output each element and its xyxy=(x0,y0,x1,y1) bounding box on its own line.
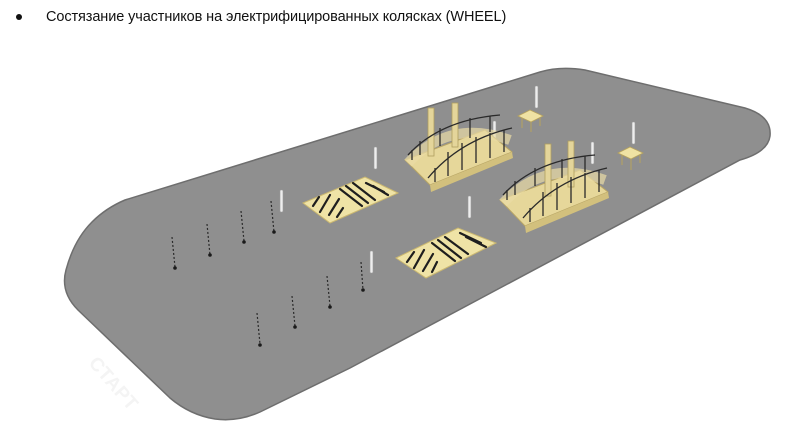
table-upper xyxy=(517,109,544,132)
bridge-upper xyxy=(404,102,513,192)
bullet-text: Состязание участников на электрифицирова… xyxy=(46,9,507,25)
ramp-upper xyxy=(301,176,400,224)
ramp-lower xyxy=(394,227,498,279)
slalom-row-lower xyxy=(256,261,364,345)
course-diagram: СТАРТ xyxy=(0,40,804,434)
bridge-lower xyxy=(499,140,609,233)
track-surface xyxy=(63,67,771,421)
bullet-icon xyxy=(16,14,22,20)
bullet-list-item: Состязание участников на электрифицирова… xyxy=(14,6,506,28)
marker-poles xyxy=(279,85,636,274)
course-illustration xyxy=(63,67,771,421)
table-lower xyxy=(617,146,644,170)
slalom-row-upper xyxy=(171,200,275,268)
